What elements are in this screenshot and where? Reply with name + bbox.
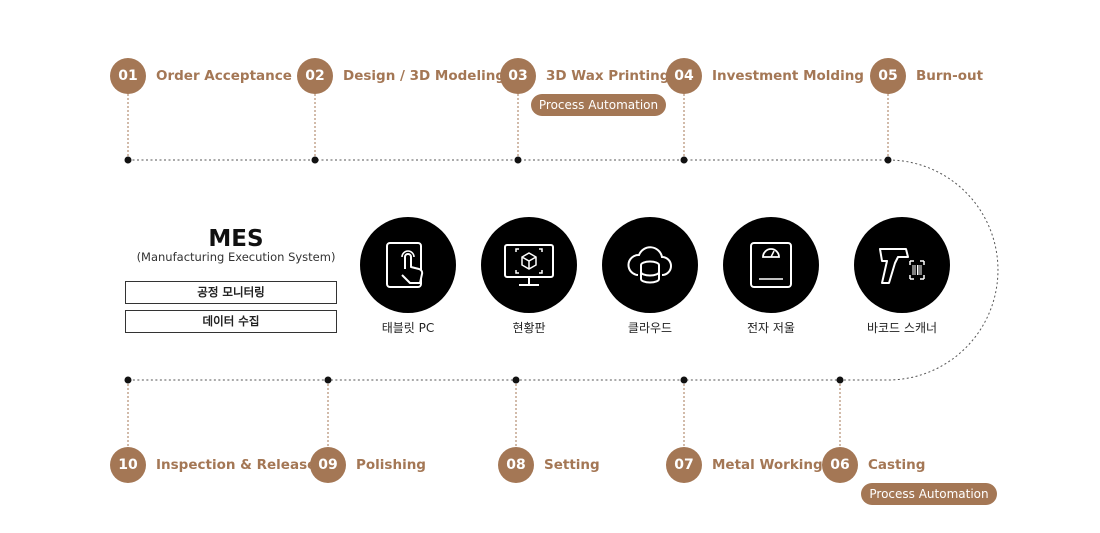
step-03: 03 3D Wax Printing (500, 58, 669, 94)
step-number: 06 (822, 447, 858, 483)
step-number: 05 (870, 58, 906, 94)
cloud-database-icon (627, 246, 672, 284)
step-number: 09 (310, 447, 346, 483)
step-label: Setting (544, 457, 600, 473)
device-circle (602, 217, 698, 313)
mes-item-monitoring: 공정 모니터링 (125, 281, 337, 304)
step-09: 09 Polishing (310, 447, 426, 483)
step-label: Burn-out (916, 68, 984, 84)
node-dot-10 (124, 376, 132, 384)
step-label: Polishing (356, 457, 426, 473)
monitor-dashboard-icon (504, 244, 554, 286)
node-dot-06 (836, 376, 844, 384)
device-circle (360, 217, 456, 313)
device-scale: 전자 저울 (723, 217, 819, 335)
mes-item-data-collection: 데이터 수집 (125, 310, 337, 333)
step-08: 08 Setting (498, 447, 600, 483)
device-tablet: 태블릿 PC (360, 217, 456, 335)
step-label: Investment Molding (712, 68, 864, 84)
device-barcode-scanner: 바코드 스캐너 (854, 217, 950, 335)
tablet-touch-icon (386, 242, 424, 288)
device-label: 클라우드 (627, 321, 673, 335)
step-number: 03 (500, 58, 536, 94)
step-label: Metal Working (712, 457, 823, 473)
step-01: 01 Order Acceptance (110, 58, 292, 94)
electronic-scale-icon (750, 242, 792, 288)
device-status-board: 현황판 (481, 217, 577, 335)
node-dot-01 (124, 156, 132, 164)
device-label: 바코드 스캐너 (866, 321, 938, 335)
node-dot-05 (884, 156, 892, 164)
device-cloud: 클라우드 (602, 217, 698, 335)
device-circle (723, 217, 819, 313)
process-automation-badge: Process Automation (531, 94, 666, 116)
mes-subtitle: (Manufacturing Execution System) (136, 250, 336, 264)
process-automation-badge: Process Automation (861, 483, 997, 505)
step-label: Inspection & Release (156, 457, 317, 473)
mes-title: MES (208, 226, 264, 252)
step-10: 10 Inspection & Release (110, 447, 316, 483)
step-label: Casting (868, 457, 926, 473)
node-dot-03 (514, 156, 522, 164)
node-dot-07 (680, 376, 688, 384)
device-label: 태블릿 PC (381, 321, 435, 335)
flow-path (128, 159, 999, 381)
node-dot-08 (512, 376, 520, 384)
step-label: 3D Wax Printing (546, 68, 670, 84)
device-circle (854, 217, 950, 313)
step-07: 07 Metal Working (666, 447, 823, 483)
device-label: 전자 저울 (747, 321, 795, 335)
device-label: 현황판 (512, 321, 546, 335)
step-06: 06 Casting (822, 447, 925, 483)
step-number: 01 (110, 58, 146, 94)
step-number: 10 (110, 447, 146, 483)
step-label: Design / 3D Modeling (343, 68, 505, 84)
step-02: 02 Design / 3D Modeling (297, 58, 505, 94)
node-dot-02 (311, 156, 319, 164)
step-label: Order Acceptance (156, 68, 292, 84)
step-number: 07 (666, 447, 702, 483)
step-number: 04 (666, 58, 702, 94)
node-dot-09 (324, 376, 332, 384)
device-circle (481, 217, 577, 313)
node-dot-04 (680, 156, 688, 164)
step-number: 08 (498, 447, 534, 483)
step-number: 02 (297, 58, 333, 94)
step-04: 04 Investment Molding (666, 58, 864, 94)
barcode-scanner-icon (879, 248, 925, 284)
step-05: 05 Burn-out (870, 58, 983, 94)
